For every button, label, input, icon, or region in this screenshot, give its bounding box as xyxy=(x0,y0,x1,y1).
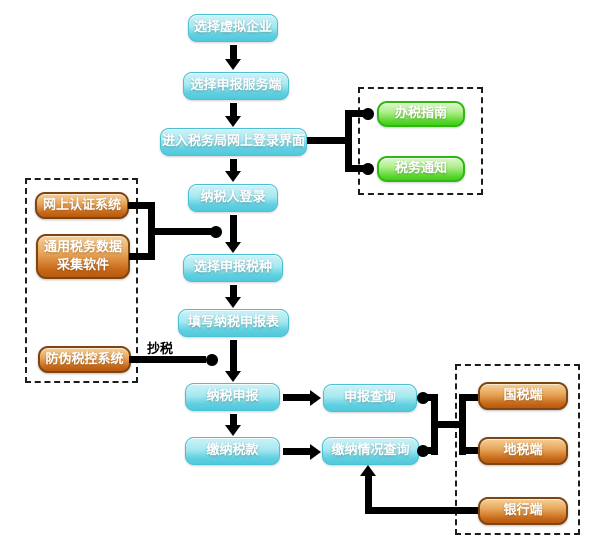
arrow-main-2-shaft xyxy=(230,103,237,117)
arrow-main-6-shaft xyxy=(230,340,237,372)
connector-bank-v xyxy=(365,475,372,514)
connector-systems-mid xyxy=(152,228,212,235)
edge-label-copy-tax: 抄税 xyxy=(147,342,174,357)
flow-node-select-declaration-server: 选择申报服务端 xyxy=(183,72,289,100)
connector-systems-arm-bottom xyxy=(129,253,155,260)
flow-node-tax-data-collection-software: 通用税务数据 采集软件 xyxy=(36,234,130,279)
arrow-declaration-query-head xyxy=(310,390,321,406)
connector-h-right-arm-top xyxy=(466,394,478,401)
flow-node-fill-tax-return: 填写纳税申报表 xyxy=(178,309,289,337)
arrow-main-5-shaft xyxy=(230,285,237,298)
connector-h-dot-top xyxy=(417,392,429,404)
connector-info-dot-top xyxy=(362,108,374,120)
connector-copy-tax-dot xyxy=(206,354,218,366)
flow-node-payment-status-query: 缴纳情况查询 xyxy=(322,437,419,465)
arrow-main-3-shaft xyxy=(230,159,237,172)
flow-node-taxpayer-login: 纳税人登录 xyxy=(188,184,278,212)
connector-systems-dot xyxy=(210,226,222,238)
terminals-panel-group xyxy=(455,364,580,535)
flow-node-tax-guide: 办税指南 xyxy=(377,101,465,127)
arrow-main-2-head xyxy=(225,116,241,127)
flow-node-national-tax-terminal: 国税端 xyxy=(478,382,568,410)
connector-systems-arm-top xyxy=(128,202,155,209)
connector-h-left-arm-top xyxy=(422,394,438,401)
flow-node-tax-declaration: 纳税申报 xyxy=(185,383,280,411)
flow-node-declaration-query: 申报查询 xyxy=(323,384,417,412)
flow-node-enter-tax-bureau-login: 进入税务局网上登录界面 xyxy=(160,128,307,156)
connector-info-arm-bottom xyxy=(352,165,364,172)
flow-node-bank-terminal: 银行端 xyxy=(478,497,568,525)
connector-h-crossbar xyxy=(431,421,466,428)
arrow-main-1-head xyxy=(225,59,241,70)
connector-info-arm-top xyxy=(352,110,364,117)
flow-node-select-virtual-enterprise: 选择虚拟企业 xyxy=(188,14,278,42)
arrow-main-3-head xyxy=(225,171,241,182)
arrow-declaration-query-shaft xyxy=(283,394,311,401)
connector-info-branch-v xyxy=(345,110,352,172)
info-panel-group xyxy=(358,87,483,195)
connector-info-dot-bottom xyxy=(362,163,374,175)
flow-node-local-tax-terminal: 地税端 xyxy=(478,437,568,465)
arrow-payment-query-head xyxy=(310,444,321,460)
flow-node-select-tax-type: 选择申报税种 xyxy=(183,254,283,282)
systems-panel-group xyxy=(25,178,138,383)
flow-node-tax-notice: 税务通知 xyxy=(377,156,465,182)
arrow-main-6-head xyxy=(225,371,241,382)
connector-h-left-arm-bottom xyxy=(422,447,438,454)
connector-copy-tax-shaft xyxy=(129,356,206,363)
flow-node-anti-counterfeit-system: 防伪税控系统 xyxy=(38,346,131,373)
connector-h-right-arm-bottom xyxy=(466,447,478,454)
arrow-main-4-head xyxy=(225,242,241,253)
arrow-main-1-shaft xyxy=(230,45,237,60)
arrow-payment-query-shaft xyxy=(283,448,311,455)
arrow-main-7-head xyxy=(225,425,241,436)
connector-h-dot-bottom xyxy=(417,445,429,457)
arrow-main-7-shaft xyxy=(230,414,237,426)
connector-systems-v xyxy=(148,202,155,260)
connector-bank-head xyxy=(360,465,376,476)
flow-node-pay-taxes: 缴纳税款 xyxy=(185,437,280,465)
arrow-main-4-shaft xyxy=(230,215,237,243)
flow-node-online-auth-system: 网上认证系统 xyxy=(35,192,129,219)
arrow-main-5-head xyxy=(225,297,241,308)
connector-info-branch-h xyxy=(307,137,352,144)
connector-bank-h xyxy=(365,507,478,514)
